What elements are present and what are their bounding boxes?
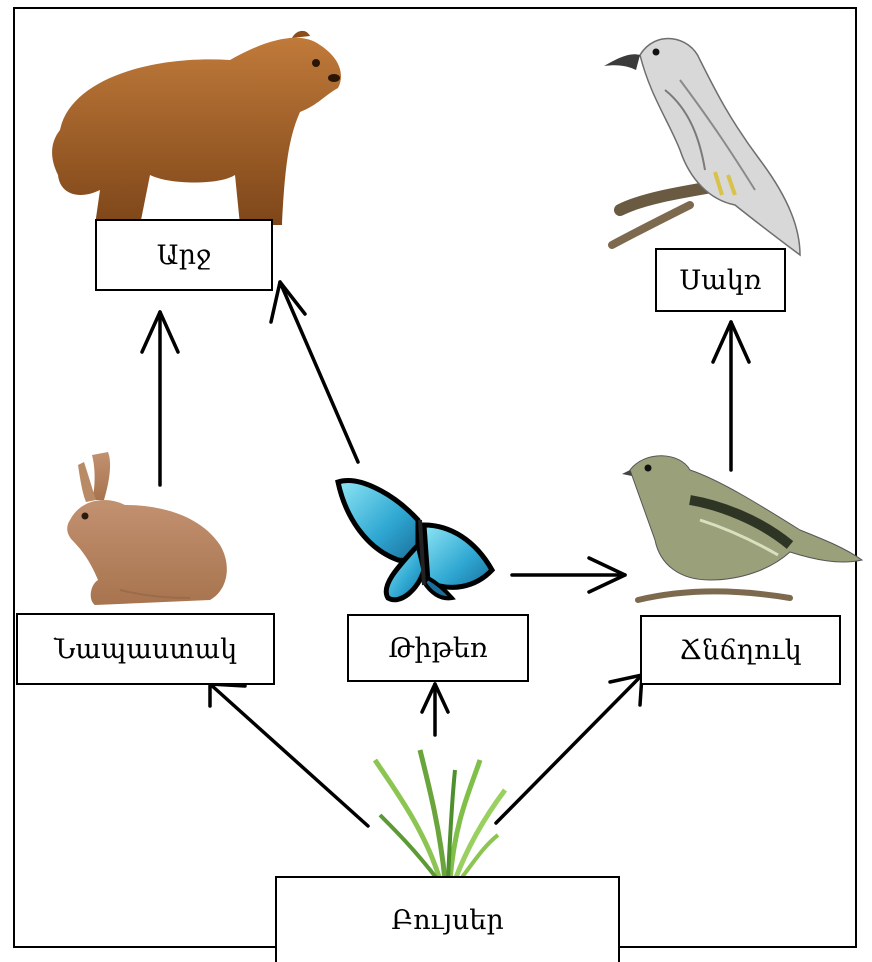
node-bird: Ճնճղուկ [640, 615, 841, 685]
butterfly-illustration [338, 481, 492, 600]
node-bear: Արջ [95, 219, 273, 291]
arrow-plants-to-rabbit [210, 684, 368, 826]
arrow-butterfly-to-bear [280, 282, 358, 462]
node-butterfly: Թիթեռ [347, 614, 529, 682]
node-rabbit: Նապաստակ [16, 613, 275, 685]
bear-illustration [52, 31, 341, 225]
node-plants: Բույսեր [275, 876, 620, 962]
node-hawk: Սակռ [655, 248, 786, 312]
grass-illustration [375, 750, 505, 880]
hawk-illustration [604, 39, 800, 255]
arrow-plants-to-bird [496, 675, 642, 823]
sparrow-illustration [622, 456, 862, 600]
rabbit-illustration [67, 452, 227, 605]
